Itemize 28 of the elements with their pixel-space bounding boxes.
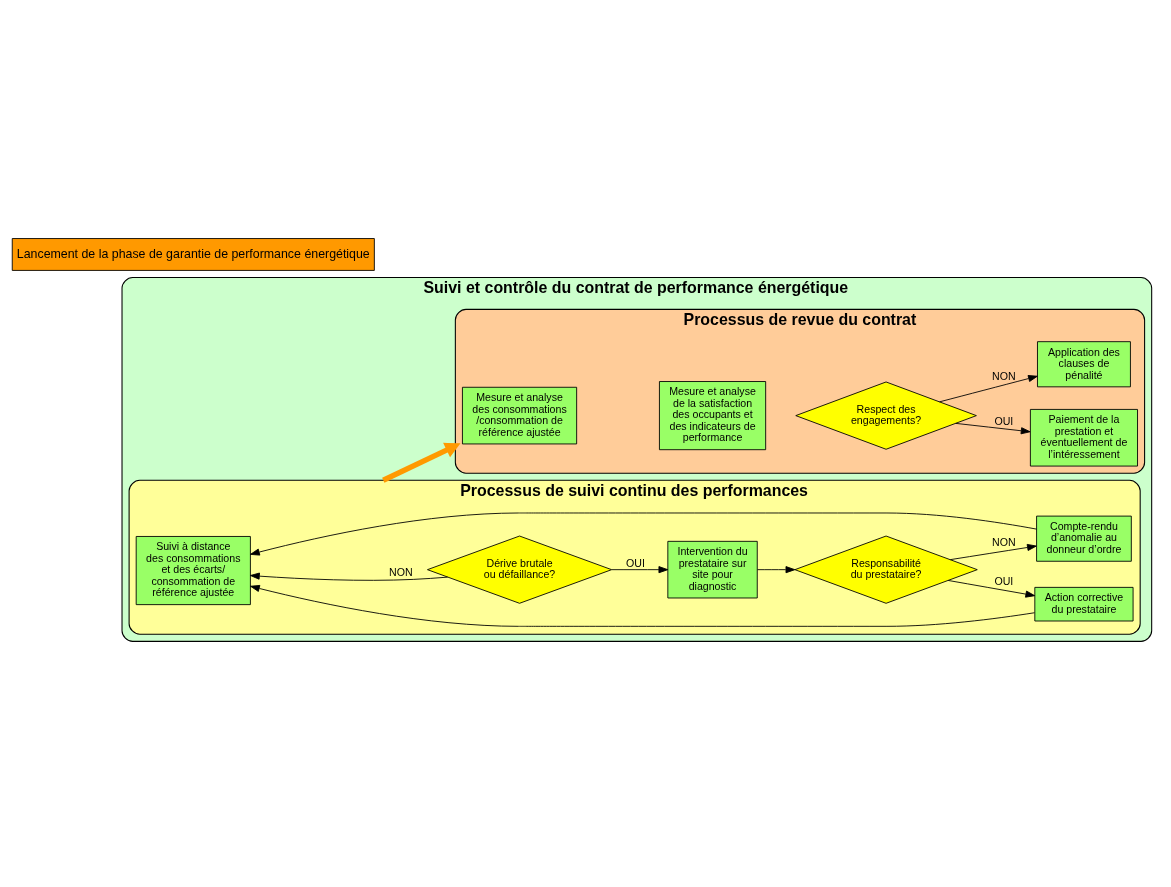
node-box: Mesure et analyse de la satisfaction des occupants et des indicateurs de performance (659, 381, 767, 451)
node-box: Application des clauses de pénalité (1037, 341, 1131, 388)
node-box: Paiement de la prestation et éventuellement de l’intéressement (1029, 408, 1138, 467)
arrow (382, 442, 461, 483)
arrow (949, 543, 1037, 561)
arrow (611, 566, 669, 574)
node-box: Intervention du prestataire sur site pour diagnostic (667, 540, 758, 599)
edge-label: OUI (626, 556, 645, 569)
node-box: Mesure et analyse des consommations /consommation de référence ajustée (462, 386, 578, 445)
edge-label: OUI (994, 575, 1014, 588)
node-box: Action corrective du prestataire (1034, 586, 1134, 622)
node-box: Compte-rendu d’anomalie au donneur d’ordre (1036, 515, 1132, 562)
node-diamond: Respect des engagements? (795, 381, 977, 450)
arrow (250, 584, 1035, 627)
edge-label: NON (389, 566, 413, 579)
edge-label: NON (992, 369, 1016, 382)
arrow (250, 572, 449, 581)
arrow (250, 512, 1037, 556)
arrow (947, 580, 1036, 598)
node-box: Suivi à distance des consommations et des écarts/ consommation de référence ajustée (135, 536, 251, 606)
node-diamond: Responsabilité du prestataire? (794, 535, 978, 604)
node-box: Lancement de la phase de garantie de performance énergétique (11, 238, 375, 271)
edge-label: OUI (994, 415, 1014, 427)
arrow (939, 375, 1038, 403)
node-diamond: Dérive brutale ou défaillance? (427, 535, 613, 604)
arrow (757, 566, 796, 574)
edge-label: NON (992, 536, 1016, 549)
arrow (955, 422, 1031, 435)
